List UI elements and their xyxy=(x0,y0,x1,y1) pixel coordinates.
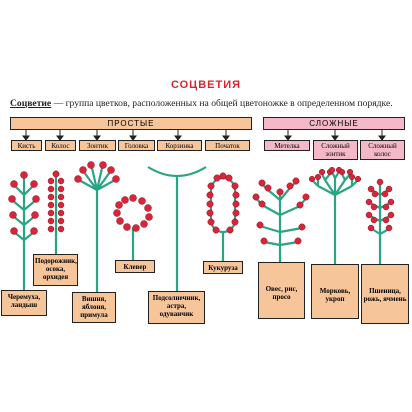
arrow-panicle xyxy=(284,129,292,141)
umbel-rays xyxy=(78,167,116,191)
arrow-basket xyxy=(174,129,182,141)
page-title: СОЦВЕТИЯ xyxy=(170,79,242,91)
example-compound-spike: Пшеница, рожь, ячмень xyxy=(361,264,409,324)
example-head: Клевер xyxy=(115,260,155,273)
compound-umbel-flowers xyxy=(308,166,362,183)
raceme-flowers xyxy=(8,171,40,235)
example-basket: Подсолнечник, астра, одуванчик xyxy=(148,291,205,324)
arrow-spadix xyxy=(222,129,230,141)
example-spadix: Кукуруза xyxy=(203,261,243,274)
spadix-axis xyxy=(209,176,237,234)
head-flowers xyxy=(113,194,153,232)
compound-spike-flowers xyxy=(365,178,395,232)
complex-group-header: СЛОЖНЫЕ xyxy=(263,117,405,130)
category-umbel: Зонтик xyxy=(79,140,116,151)
basket-receptacle xyxy=(147,166,207,177)
category-spike: Колос xyxy=(45,140,76,151)
category-head: Головка xyxy=(118,140,155,151)
panicle-flowers xyxy=(252,177,310,245)
example-spike: Подорожник, осока, орхидея xyxy=(33,254,78,286)
flowers xyxy=(8,161,395,245)
arrow-spike xyxy=(56,129,64,141)
category-spadix: Початок xyxy=(205,140,250,151)
category-panicle: Метелка xyxy=(264,140,310,151)
example-umbel: Вишня, яблоня, примула xyxy=(72,292,116,323)
example-compound-umbel: Морковь, укроп xyxy=(311,264,359,319)
category-basket: Корзинка xyxy=(157,140,202,151)
example-raceme: Черемуха, ландыш xyxy=(1,290,47,316)
category-compound-umbel: Сложный зонтик xyxy=(313,140,358,160)
spike-flowers xyxy=(47,170,65,233)
raceme-branches xyxy=(11,184,37,241)
definition-body: — группа цветков, расположенных на общей… xyxy=(51,98,393,109)
header-arrows xyxy=(22,129,386,141)
category-compound-spike: Сложный колос xyxy=(360,140,405,160)
definition-term: Соцветие xyxy=(10,98,52,109)
compound-umbel-rays xyxy=(311,171,359,196)
arrow-umbel xyxy=(93,129,101,141)
arrow-compound-spike xyxy=(378,129,386,141)
example-panicle: Овес, рис, просо xyxy=(258,262,305,319)
arrow-raceme xyxy=(22,129,30,141)
arrow-head xyxy=(129,129,137,141)
category-raceme: Кисть xyxy=(11,140,42,151)
arrow-compound-umbel xyxy=(331,129,339,141)
definition-text: Соцветие — группа цветков, расположенных… xyxy=(10,98,406,109)
spadix-flowers xyxy=(206,172,240,234)
umbel-flowers xyxy=(74,161,120,183)
simple-group-header: ПРОСТЫЕ xyxy=(10,117,252,130)
